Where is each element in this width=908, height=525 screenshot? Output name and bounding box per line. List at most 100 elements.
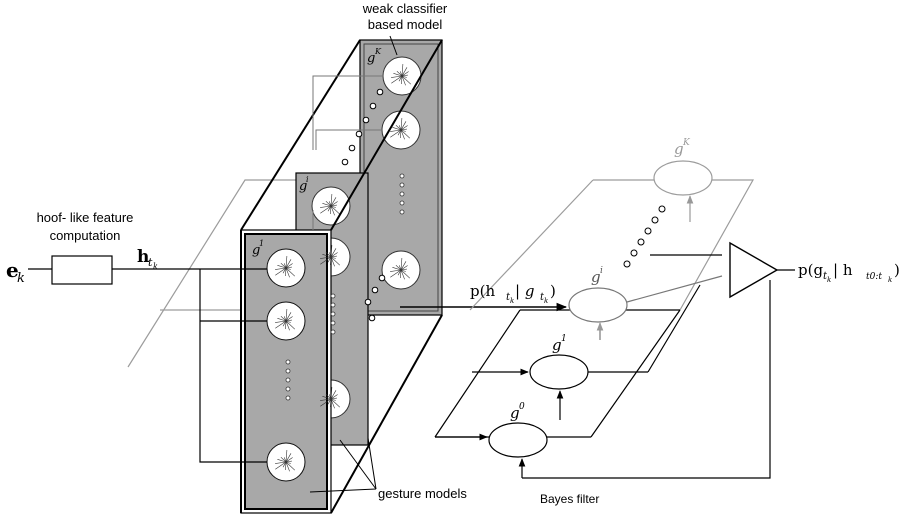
chain-dot: [355, 130, 363, 138]
ellipsis-dot: [285, 377, 291, 383]
svg-text:K: K: [374, 47, 382, 56]
panel-ellipsis-dots: [285, 173, 405, 401]
hoof-star-icon: [275, 308, 296, 331]
ellipsis-dot: [399, 200, 405, 206]
chain-dot: [362, 116, 370, 124]
hoof-star-icon: [320, 244, 341, 267]
ellipsis-dot: [285, 395, 291, 401]
svg-text:1: 1: [259, 239, 264, 248]
hoof-star-icon: [391, 63, 412, 86]
ellipsis-dot: [330, 302, 336, 308]
svg-text:K: K: [682, 138, 691, 148]
svg-text:| g: | g: [515, 282, 534, 300]
hoof-glyphs: [275, 63, 412, 472]
hoof-star-icon: [390, 117, 411, 140]
feature-symbol: h t k: [137, 247, 158, 271]
panel-label-g1: g 1: [252, 239, 264, 258]
ellipsis-dot: [285, 368, 291, 374]
svg-text:g: g: [674, 140, 684, 158]
label-hoof-1: hoof- like feature: [37, 210, 134, 225]
node-gK: [653, 160, 713, 196]
gesture-models-pointers: [309, 437, 377, 493]
panel-chain-dots: [341, 88, 386, 322]
svg-text:1: 1: [561, 334, 567, 344]
hoof-star-icon: [390, 257, 411, 280]
svg-text:| h: | h: [833, 261, 853, 279]
bayes-arrows: [435, 195, 771, 479]
svg-text:g: g: [552, 336, 562, 354]
svg-text:p(h: p(h: [470, 282, 495, 300]
svg-text:i: i: [600, 266, 603, 276]
svg-text:h: h: [137, 247, 149, 267]
posterior-label: p(g t k | h t0:t k ): [798, 261, 900, 284]
svg-text:t: t: [540, 292, 545, 303]
ellipsis-dot: [399, 182, 405, 188]
svg-text:g: g: [367, 51, 375, 66]
panel-label-gK: g K: [367, 47, 382, 66]
svg-text:g: g: [510, 404, 520, 422]
label-weak-classifier-1: weak classifier: [362, 1, 448, 16]
ellipsis-dot: [330, 329, 336, 335]
ellipsis-dot: [651, 216, 659, 224]
chain-dot: [368, 314, 376, 322]
model-prism-outline: [240, 39, 443, 514]
hoof-star-icon: [275, 449, 296, 472]
bayes-label-gi: g i: [591, 266, 603, 286]
ellipsis-dot: [399, 191, 405, 197]
ellipsis-dot: [330, 311, 336, 317]
chain-dot: [376, 88, 384, 96]
label-gesture-models: gesture models: [378, 486, 467, 501]
svg-text:t0:t: t0:t: [866, 272, 882, 282]
ellipsis-dot: [330, 320, 336, 326]
svg-text:k: k: [827, 276, 831, 284]
bayes-label-g1: g 1: [552, 334, 567, 354]
ellipsis-dot: [658, 205, 666, 213]
hoof-star-icon: [320, 193, 341, 216]
back-feed-lines: [312, 75, 383, 230]
ellipsis-dot: [399, 209, 405, 215]
svg-text:): ): [550, 282, 556, 300]
chain-dot: [371, 286, 379, 294]
input-symbol: e k: [6, 258, 25, 286]
ellipsis-dot: [623, 260, 631, 268]
svg-text:g: g: [252, 243, 260, 258]
input-branch: [28, 255, 267, 463]
ellipsis-dot: [399, 173, 405, 179]
ellipsis-dot: [285, 386, 291, 392]
chain-dot: [369, 102, 377, 110]
chain-dot: [348, 144, 356, 152]
chain-dot: [364, 298, 372, 306]
svg-text:g: g: [591, 268, 601, 286]
chain-dot: [341, 158, 349, 166]
label-weak-classifier-2: based model: [368, 17, 443, 32]
svg-text:k: k: [888, 276, 892, 284]
svg-text:k: k: [510, 297, 514, 305]
ellipsis-dot: [285, 359, 291, 365]
output-accumulator: [729, 241, 795, 299]
hoof-star-icon: [320, 386, 341, 409]
node-g1: [529, 354, 589, 390]
svg-text:k: k: [153, 262, 158, 271]
bayes-label-g0: g 0: [510, 402, 525, 422]
svg-text:g: g: [299, 179, 307, 194]
bayes-plane: [434, 179, 755, 438]
node-g0: [488, 422, 548, 458]
svg-text:k: k: [544, 297, 548, 305]
ellipsis-dot: [637, 238, 645, 246]
weak-classifier-pointer: [389, 35, 398, 56]
hoof-feature-box: [51, 255, 113, 285]
node-gi: [568, 287, 628, 323]
chain-dot: [378, 274, 386, 282]
svg-text:t: t: [823, 271, 828, 282]
svg-text:p(g: p(g: [798, 261, 823, 279]
label-hoof-2: computation: [50, 228, 121, 243]
svg-text:e: e: [6, 258, 19, 282]
svg-text:0: 0: [519, 402, 525, 412]
svg-text:t: t: [506, 292, 511, 303]
ellipsis-dot: [630, 249, 638, 257]
bayes-nodes: [488, 160, 713, 458]
svg-text:): ): [894, 261, 900, 279]
bayes-label-gK: g K: [674, 138, 691, 158]
hoof-star-icon: [275, 255, 296, 278]
